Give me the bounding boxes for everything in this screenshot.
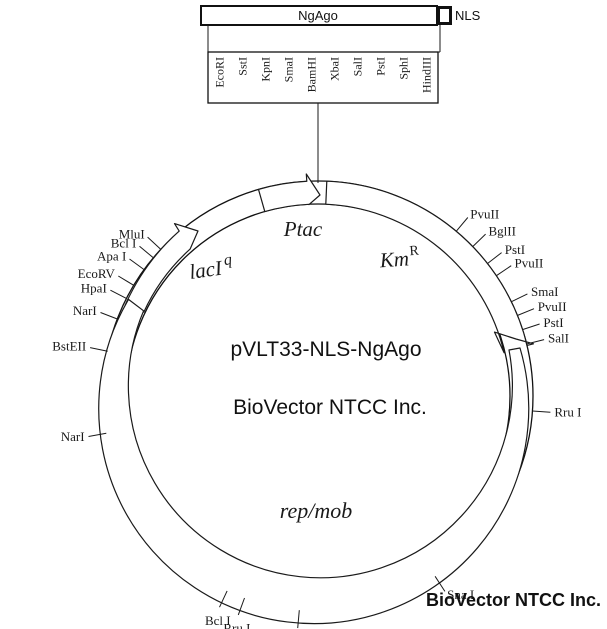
laci-gene-arrow xyxy=(124,223,199,313)
site-label: PvuII xyxy=(515,256,544,271)
site-tick xyxy=(100,312,118,320)
site-tick xyxy=(129,258,145,271)
mcs-site-label: EcoRI xyxy=(213,57,227,88)
mcs-site-label: SstI xyxy=(236,57,250,76)
km-resistance-arrow xyxy=(325,180,535,354)
site-tick xyxy=(118,275,134,286)
watermark-text: BioVector NTCC Inc. xyxy=(426,590,601,610)
site-tick xyxy=(237,597,245,616)
mcs-site-label: HindIII xyxy=(420,57,434,93)
site-label: EcoRV xyxy=(78,266,116,281)
site-label: NarI xyxy=(61,429,85,444)
nls-label: NLS xyxy=(455,8,481,23)
site-tick xyxy=(88,432,107,437)
site-tick xyxy=(219,590,228,608)
site-tick xyxy=(472,233,486,247)
mcs-labels: EcoRI SstI KpnI SmaI BamHI XbaI SalI PstI SphI Hi… xyxy=(213,57,434,93)
km-label: KmR xyxy=(378,244,421,273)
site-tick xyxy=(297,610,300,629)
mcs-site-label: SalI xyxy=(351,57,365,76)
site-label: PvuII xyxy=(470,206,499,221)
rep-mob-label: rep/mob xyxy=(280,498,353,523)
insert-box: NgAgo NLS xyxy=(200,5,481,26)
company-name: BioVector NTCC Inc. xyxy=(233,396,427,419)
site-label: PstI xyxy=(543,315,563,330)
plasmid-name: pVLT33-NLS-NgAgo xyxy=(230,338,421,361)
mcs-frame xyxy=(207,51,439,104)
site-tick xyxy=(522,323,540,331)
site-label: PvuII xyxy=(538,299,567,314)
site-label: PstI xyxy=(505,242,525,257)
site-tick xyxy=(434,576,446,592)
nls-tag-inner xyxy=(440,9,449,22)
mcs-site-label: SmaI xyxy=(282,57,296,82)
site-tick xyxy=(495,265,512,277)
insert-bracket xyxy=(207,25,441,53)
mcs-site-label: PstI xyxy=(374,57,388,76)
site-tick xyxy=(532,410,551,413)
mcs-site-label: BamHI xyxy=(305,57,319,92)
site-label: NarI xyxy=(73,303,97,318)
site-label: Bcl I xyxy=(111,236,137,251)
site-label: MluI xyxy=(119,226,145,241)
mcs-site-label: SphI xyxy=(397,57,411,80)
site-tick xyxy=(517,308,535,316)
site-label: Rru I xyxy=(554,405,581,420)
ptac-promoter-arrow xyxy=(257,173,321,213)
site-tick xyxy=(526,339,545,345)
ngago-label: NgAgo xyxy=(298,8,338,23)
site-tick xyxy=(147,236,162,250)
site-tick xyxy=(455,217,469,232)
site-label: HpaI xyxy=(81,280,107,295)
site-tick xyxy=(139,245,154,259)
ptac-label: Ptac xyxy=(283,217,323,241)
restriction-site-ticks xyxy=(88,217,551,629)
site-tick xyxy=(510,293,528,303)
site-label: Apa I xyxy=(97,249,126,264)
site-tick xyxy=(487,252,502,264)
site-tick xyxy=(89,347,108,352)
mcs-site-label: XbaI xyxy=(328,57,342,81)
rep-mob-gene-arrow xyxy=(98,298,530,625)
site-label: Rru I xyxy=(223,621,250,629)
mcs-site-label: KpnI xyxy=(259,57,273,82)
site-tick xyxy=(110,289,127,299)
site-label: Sna I xyxy=(447,587,474,602)
laci-label: lacIq xyxy=(187,251,234,284)
site-label: Bcl I xyxy=(205,613,231,628)
site-label: BglII xyxy=(489,223,516,238)
site-label: SalI xyxy=(548,331,569,346)
mcs-box: EcoRI SstI KpnI SmaI BamHI XbaI SalI PstI SphI Hi… xyxy=(207,51,439,183)
site-label: SmaI xyxy=(531,284,558,299)
site-label: BstEII xyxy=(52,339,86,354)
